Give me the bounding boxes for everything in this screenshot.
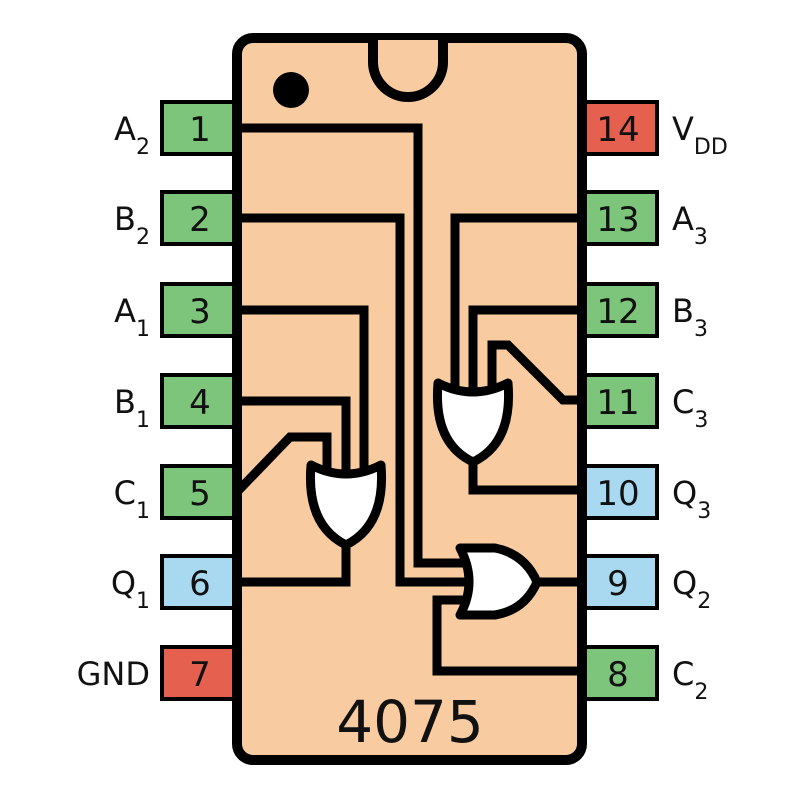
pin-label-name: A [672, 200, 694, 238]
pin-label-subscript: DD [694, 135, 728, 160]
pin-label-name: Q [672, 564, 697, 602]
wire-pin12 [468, 305, 582, 390]
wire-pin6 [237, 540, 351, 587]
or-gate-2 [455, 543, 542, 620]
pin-5-pad [160, 464, 241, 520]
wire-pin11 [487, 340, 582, 405]
pin-number: 11 [596, 383, 639, 423]
pin-8: 8 C2 [578, 645, 708, 705]
pin-1-pad [160, 100, 241, 156]
pin-number: 6 [189, 564, 211, 604]
pin-label: Q3 [672, 474, 711, 524]
pin-number: 14 [596, 110, 639, 150]
pin-label-name: B [114, 383, 136, 421]
pin-3: 3 A1 [114, 282, 241, 342]
pin-label-subscript: 3 [697, 499, 711, 524]
pin-label: A3 [672, 200, 708, 250]
pin-number: 9 [607, 564, 629, 604]
pin-label-name: A [114, 110, 136, 148]
pin-9: 9 Q2 [578, 554, 711, 614]
pin-5: 5 C1 [114, 464, 241, 524]
pin-12: 12 B3 [578, 282, 708, 342]
pin-label: Q1 [111, 564, 150, 614]
pin-label-subscript: 2 [697, 589, 711, 614]
pin-number: 3 [189, 292, 211, 332]
pin-7: 7 GND [77, 645, 241, 701]
wire-pin10 [468, 458, 582, 495]
pin-label-name: V [672, 110, 694, 148]
pin-label-name: B [672, 292, 694, 330]
pin-label-subscript: 3 [694, 225, 708, 250]
pin-label-subscript: 2 [136, 135, 150, 160]
pin-label-subscript: 2 [136, 225, 150, 250]
wiring [233, 123, 582, 676]
pin-14: 14 VDD [578, 100, 728, 160]
or-gate-1 [305, 460, 387, 550]
pin-6: 6 Q1 [111, 554, 241, 614]
pin-number: 8 [607, 655, 629, 695]
pin-label: B2 [114, 200, 150, 250]
pin-label: C2 [672, 655, 708, 705]
pin-label-name: A [114, 292, 136, 330]
pin1-indicator-dot [273, 72, 309, 108]
or-gate-3 [432, 378, 514, 467]
pin-label: A1 [114, 292, 150, 342]
wire-pin8 [432, 595, 582, 676]
pin-label-name: C [672, 655, 694, 693]
pin-label-subscript: 1 [136, 499, 150, 524]
pin-number: 10 [596, 474, 639, 514]
pin-label: A2 [114, 110, 150, 160]
pin-number: 2 [189, 200, 211, 240]
pin-label: GND [77, 655, 150, 693]
pin-label-subscript: 3 [694, 317, 708, 342]
wire-pin3 [237, 305, 369, 470]
pin-8-pad [578, 645, 659, 701]
pin-9-pad [578, 554, 659, 610]
wire-pin2 [237, 213, 472, 587]
pin-11-pad [578, 373, 659, 429]
pin-3-pad [160, 282, 241, 338]
pin-10-pad [578, 464, 659, 520]
chip-notch [368, 40, 448, 102]
wire-pin13 [450, 213, 582, 390]
pin-label-name: Q [111, 564, 136, 602]
pin-13: 13 A3 [578, 190, 708, 250]
pin-label: VDD [672, 110, 728, 160]
pin-label-subscript: 3 [694, 408, 708, 433]
pin-label-name: GND [77, 655, 150, 693]
pin-label: Q2 [672, 564, 711, 614]
pin-label-subscript: 1 [136, 589, 150, 614]
pin-label-name: C [672, 383, 694, 421]
wire-pin1 [237, 123, 468, 568]
pin-number: 5 [189, 474, 211, 514]
pin-2-pad [160, 190, 241, 246]
pin-4: 4 B1 [114, 373, 241, 433]
pin-number: 7 [189, 655, 211, 695]
pin-label: B1 [114, 383, 150, 433]
pin-label-name: Q [672, 474, 697, 512]
chip-label: 4075 [336, 688, 484, 756]
pin-number: 4 [189, 383, 211, 423]
pin-label-subscript: 1 [136, 408, 150, 433]
pin-label-name: C [114, 474, 136, 512]
wire-pin5 [233, 432, 332, 496]
pin-number: 13 [596, 200, 639, 240]
pin-1: 1 A2 [114, 100, 241, 160]
pin-10: 10 Q3 [578, 464, 711, 524]
pin-label: C3 [672, 383, 708, 433]
pin-11: 11 C3 [578, 373, 708, 433]
pin-label-subscript: 2 [694, 680, 708, 705]
pin-label: C1 [114, 474, 150, 524]
pin-2: 2B2 [114, 190, 241, 250]
wire-pin4 [237, 396, 351, 470]
pin-label-subscript: 1 [136, 317, 150, 342]
pin-label: B3 [672, 292, 708, 342]
pin-number: 12 [596, 292, 639, 332]
pin-number: 1 [189, 110, 211, 150]
pin-label-name: B [114, 200, 136, 238]
